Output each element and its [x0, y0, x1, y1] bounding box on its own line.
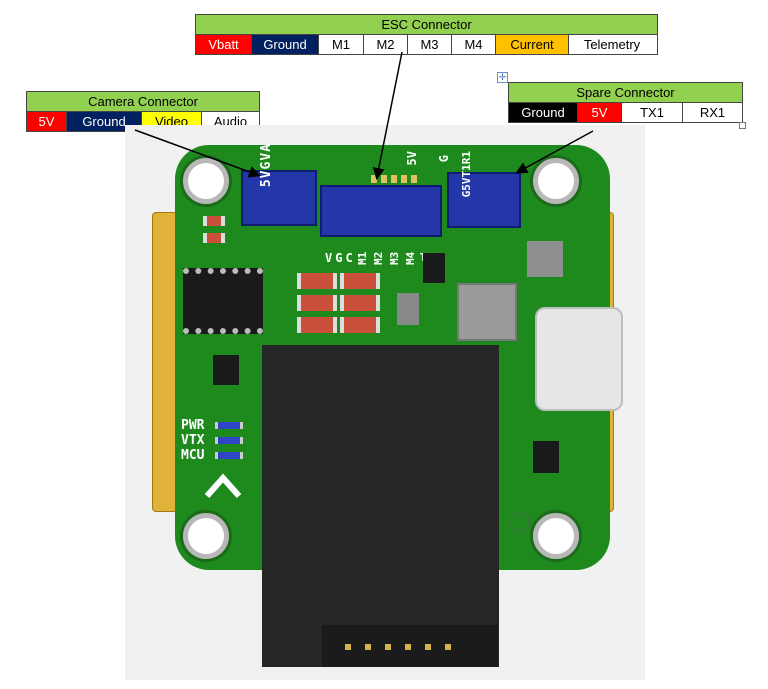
camera-connector-table: Camera Connector 5V Ground Video Audio — [26, 91, 260, 132]
esc-connector-table: ESC Connector Vbatt Ground M1 M2 M3 M4 C… — [195, 14, 658, 55]
capacitor-1 — [203, 216, 225, 226]
spare-pin-5v: 5V — [578, 103, 622, 122]
esc-pin-telemetry: Telemetry — [583, 37, 641, 52]
capacitor-bank-2 — [340, 273, 380, 289]
camera-pin-5v: 5V — [27, 112, 67, 131]
spare-pin-tx1: TX1 — [622, 103, 683, 122]
sensor-chip — [527, 241, 563, 277]
led-label-vtx: VTX — [181, 433, 205, 448]
vtx-module — [262, 345, 499, 667]
silk-esc-v: V — [325, 251, 333, 265]
capacitor-bank-5 — [297, 317, 337, 333]
vtx-header-pins — [345, 644, 457, 650]
capacitor-2 — [203, 233, 225, 243]
capacitor-bank-1 — [297, 273, 337, 289]
esc-pin-row: Vbatt Ground M1 M2 M3 M4 Current Telemet… — [196, 35, 657, 54]
led-label-mcu: MCU — [181, 448, 205, 463]
camera-connector — [241, 170, 317, 226]
camera-connector-title: Camera Connector — [27, 92, 259, 112]
camera-arrow — [134, 129, 261, 178]
spare-pin-ground: Ground — [509, 103, 578, 122]
esc-connector-title: ESC Connector — [196, 15, 657, 35]
mounting-hole-top-right — [533, 158, 579, 204]
spare-pin-row: Ground 5V TX1 RX1 — [509, 103, 742, 122]
table-move-handle-icon[interactable]: ✛ — [497, 72, 508, 83]
spare-connector-title: Spare Connector — [509, 83, 742, 103]
logo-chevron-icon — [204, 473, 242, 498]
regulator-chip-right — [533, 441, 559, 473]
regulator-chip-left — [213, 355, 239, 385]
spare-connector-table: Spare Connector Ground 5V TX1 RX1 — [508, 82, 743, 123]
spare-pin-rx1: RX1 — [699, 105, 726, 120]
usb-c-port[interactable] — [535, 307, 623, 411]
capacitor-bank-4 — [340, 295, 380, 311]
table-resize-handle[interactable] — [739, 122, 746, 129]
mounting-hole-bottom-left — [183, 513, 229, 559]
esc-connector — [320, 185, 442, 237]
mosfet-1 — [423, 253, 445, 283]
led-label-pwr: PWR — [181, 418, 205, 433]
silk-esc-g2: G — [335, 251, 343, 265]
led-vtx — [215, 437, 243, 444]
inductor-large — [457, 283, 517, 341]
esc-pin-ground: Ground — [252, 35, 319, 54]
esc-pin-vbatt: Vbatt — [196, 35, 252, 54]
capacitor-bank-3 — [297, 295, 337, 311]
mounting-hole-top-left — [183, 158, 229, 204]
camera-pin-ground: Ground — [67, 112, 142, 131]
mcu-chip — [183, 268, 263, 334]
esc-pin-current: Current — [496, 35, 569, 54]
esc-pin-m2: M2 — [364, 35, 408, 54]
led-mcu — [215, 452, 243, 459]
inductor-small — [397, 293, 419, 325]
esc-pin-header — [371, 175, 419, 183]
spare-arrow — [515, 130, 594, 174]
silk-esc-c: C — [345, 251, 353, 265]
esc-pin-m1: M1 — [319, 35, 364, 54]
via-cluster — [509, 511, 531, 533]
led-pwr — [215, 422, 243, 429]
spare-connector — [447, 172, 521, 228]
pcb-board: 5VGVA 5V G V G C M1 M2 M3 M4 T G5VT1R1 P… — [175, 143, 623, 570]
esc-arrow — [372, 51, 403, 180]
capacitor-bank-6 — [340, 317, 380, 333]
mounting-hole-bottom-right — [533, 513, 579, 559]
esc-pin-m4: M4 — [452, 35, 496, 54]
esc-pin-m3: M3 — [408, 35, 452, 54]
